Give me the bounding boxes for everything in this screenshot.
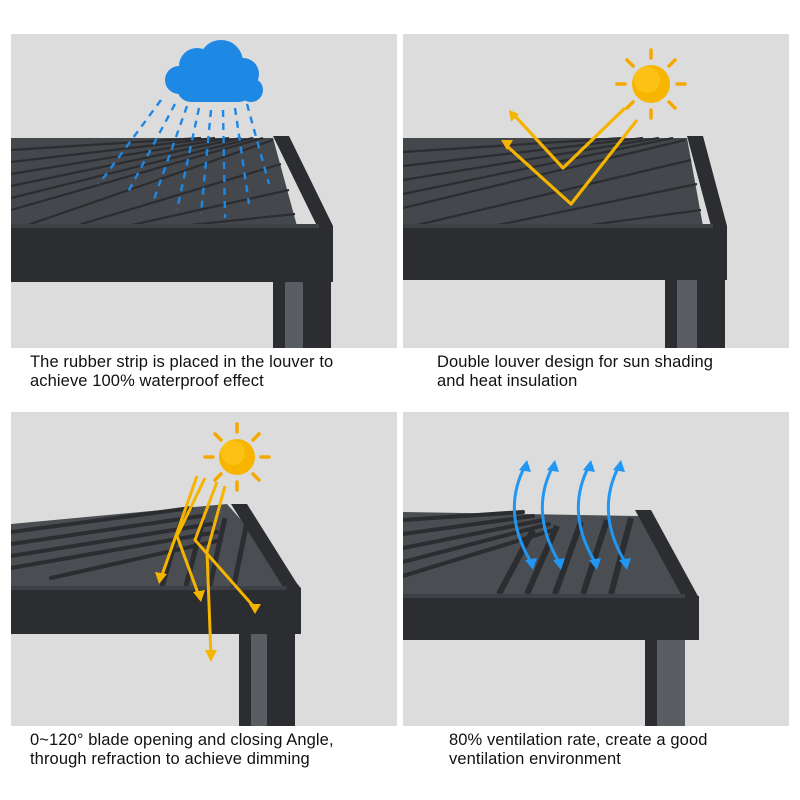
panel-waterproof: The rubber strip is placed in the louver… [11, 34, 397, 391]
louver-blades [403, 510, 555, 578]
caption-line: achieve 100% waterproof effect [30, 372, 264, 390]
caption-line: through refraction to achieve dimming [30, 750, 310, 768]
caption-line: and heat insulation [437, 372, 578, 390]
panel-sun-shading: Double louver design for sun shading and… [403, 34, 789, 391]
caption-line: Double louver design for sun shading [437, 353, 714, 371]
arrow-heads [155, 572, 261, 662]
sunlight-refraction-arrows [159, 475, 257, 657]
caption-line: 0~120° blade opening and closing Angle, [30, 731, 334, 749]
caption-waterproof: The rubber strip is placed in the louver… [11, 348, 397, 391]
airflow-arrows-icon [512, 465, 627, 563]
rain-drops-icon [98, 99, 271, 219]
airflow-arrow-heads [519, 460, 631, 570]
caption-ventilation: 80% ventilation rate, create a good vent… [403, 726, 789, 769]
ventilation-illustration [403, 412, 789, 726]
caption-line: 80% ventilation rate, create a good [449, 731, 708, 749]
caption-line: The rubber strip is placed in the louver… [30, 353, 334, 371]
caption-line: ventilation environment [449, 750, 621, 768]
cloud-icon [165, 40, 263, 102]
dimming-illustration [11, 412, 397, 726]
caption-sun-shading: Double louver design for sun shading and… [403, 348, 789, 391]
arrow-head [509, 110, 519, 122]
sun-shading-illustration [403, 34, 789, 348]
panel-dimming: 0~120° blade opening and closing Angle, … [11, 412, 397, 769]
panel-ventilation: 80% ventilation rate, create a good vent… [403, 412, 789, 769]
arrow-head [501, 140, 513, 150]
caption-dimming: 0~120° blade opening and closing Angle, … [11, 726, 397, 769]
waterproof-illustration [11, 34, 397, 348]
sun-icon [615, 48, 687, 120]
sun-icon [203, 422, 271, 492]
sunlight-reflection-arrows [505, 106, 639, 206]
